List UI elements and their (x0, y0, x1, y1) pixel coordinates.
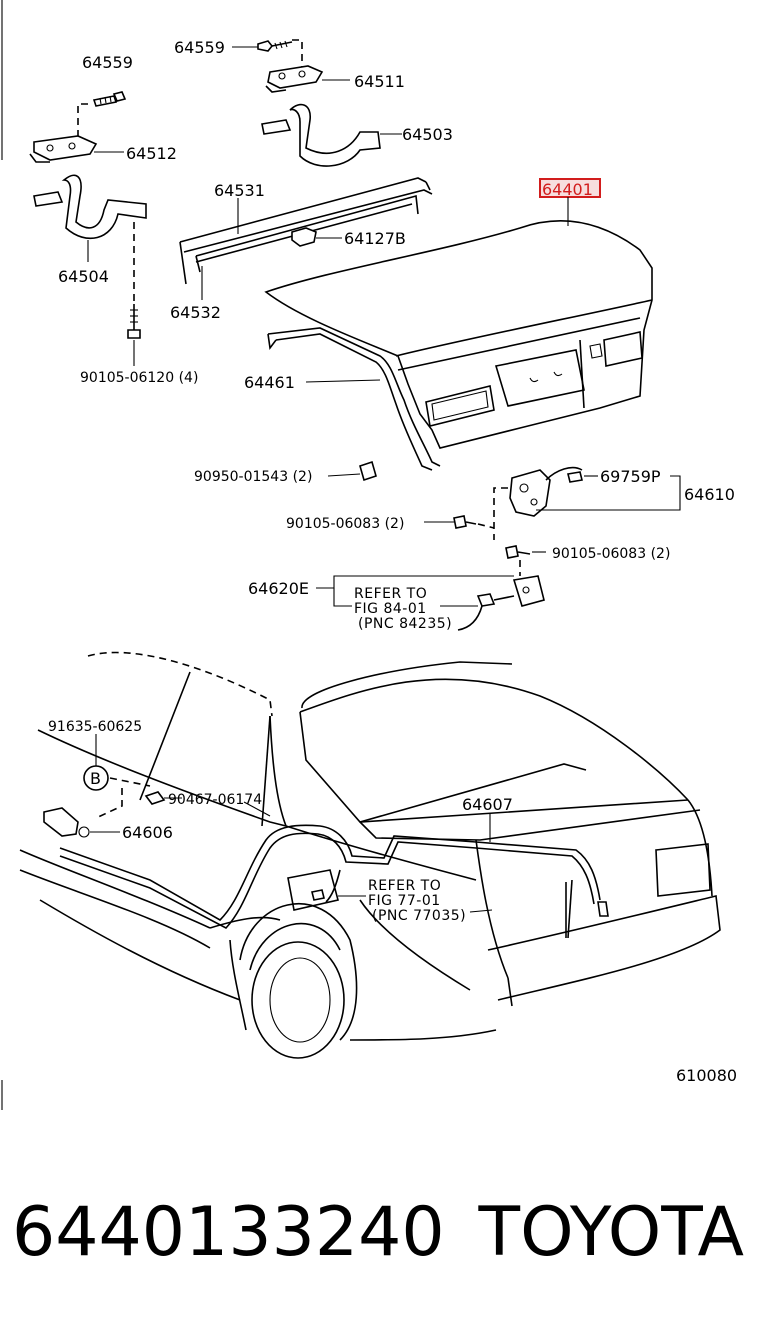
label-64531: 64531 (214, 181, 265, 200)
hinge-bracket-64511 (265, 65, 324, 93)
label-90105-06083-right: 90105-06083 (2) (552, 546, 670, 562)
bolt-64559-left (92, 91, 127, 107)
refer-note-2-line-2: FIG 77-01 (368, 893, 441, 909)
connector-69759P (567, 471, 583, 483)
callout-b-circle (83, 765, 109, 791)
hinge-arm-64504 (33, 174, 147, 239)
bracket-line-64620E (333, 588, 352, 607)
callout-b-label: B (90, 769, 101, 788)
striker-64620E (457, 575, 545, 631)
label-64503: 64503 (402, 125, 453, 144)
clip-90950-01543 (359, 460, 377, 482)
bracket-line-64610 (536, 475, 681, 511)
refer-note-1-line-2: FIG 84-01 (354, 601, 427, 617)
figure-code: 610080 (676, 1066, 737, 1085)
label-69759P: 69759P (600, 467, 661, 486)
bolt-90105-06120 (127, 304, 141, 339)
hinge-arm-64503 (261, 103, 381, 167)
lock-assembly-64610 (509, 466, 583, 517)
label-64559-top: 64559 (174, 38, 225, 57)
label-64620E: 64620E (248, 579, 309, 598)
part-number: 6440133240 (12, 1193, 445, 1272)
refer-note-1-line-1: REFER TO (354, 586, 427, 602)
refer-note-2-line-3: (PNC 77035) (372, 908, 466, 924)
clip-90467-06174 (144, 791, 166, 805)
clip-64127B (291, 227, 317, 247)
label-91635-60625: 91635-60625 (48, 719, 142, 735)
trunk-lid-64401 (264, 220, 653, 449)
refer-note-1-line-3: (PNC 84235) (358, 616, 452, 632)
refer-note-2-line-1: REFER TO (368, 878, 441, 894)
release-cable-64607 (59, 824, 609, 929)
weatherstrip-64461 (267, 327, 441, 471)
bolt-90105-06083-right (505, 545, 531, 559)
label-64610: 64610 (684, 485, 735, 504)
brand-name: TOYOTA (478, 1193, 744, 1272)
dashed-guide (109, 777, 151, 787)
leader-line (305, 379, 381, 383)
label-90105-06083-left: 90105-06083 (2) (286, 516, 404, 532)
label-64559-left: 64559 (82, 53, 133, 72)
dashed-guide (77, 103, 88, 140)
part-caption: 6440133240 TOYOTA (0, 1188, 760, 1278)
leader-line (469, 909, 493, 913)
highlight-box-64401 (539, 178, 601, 198)
bolt-64559-top (257, 40, 293, 52)
leader-line (327, 473, 361, 477)
dashed-guide (477, 523, 495, 529)
vehicle-body-outline (19, 651, 721, 1059)
label-64401: 64401 (542, 180, 593, 199)
label-64532: 64532 (170, 303, 221, 322)
label-64127B: 64127B (344, 229, 406, 248)
leader-line (243, 801, 271, 817)
label-64607: 64607 (462, 795, 513, 814)
label-90467-06174: 90467-06174 (168, 792, 262, 808)
hinge-bracket-64512 (29, 135, 98, 163)
label-64461: 64461 (244, 373, 295, 392)
dashed-guide (95, 788, 123, 819)
label-64512: 64512 (126, 144, 177, 163)
label-64504: 64504 (58, 267, 109, 286)
dashed-guide (493, 487, 508, 540)
dashed-guide (292, 39, 303, 70)
label-64606: 64606 (122, 823, 173, 842)
opener-lever-64606 (43, 807, 90, 838)
bolt-90105-06083-left (453, 515, 477, 529)
label-64511: 64511 (354, 72, 405, 91)
label-90950-01543: 90950-01543 (2) (194, 469, 312, 485)
bracket-line-64620E (316, 575, 514, 589)
label-90105-06120: 90105-06120 (4) (80, 370, 198, 386)
torsion-bars-64531-64532 (179, 177, 433, 285)
